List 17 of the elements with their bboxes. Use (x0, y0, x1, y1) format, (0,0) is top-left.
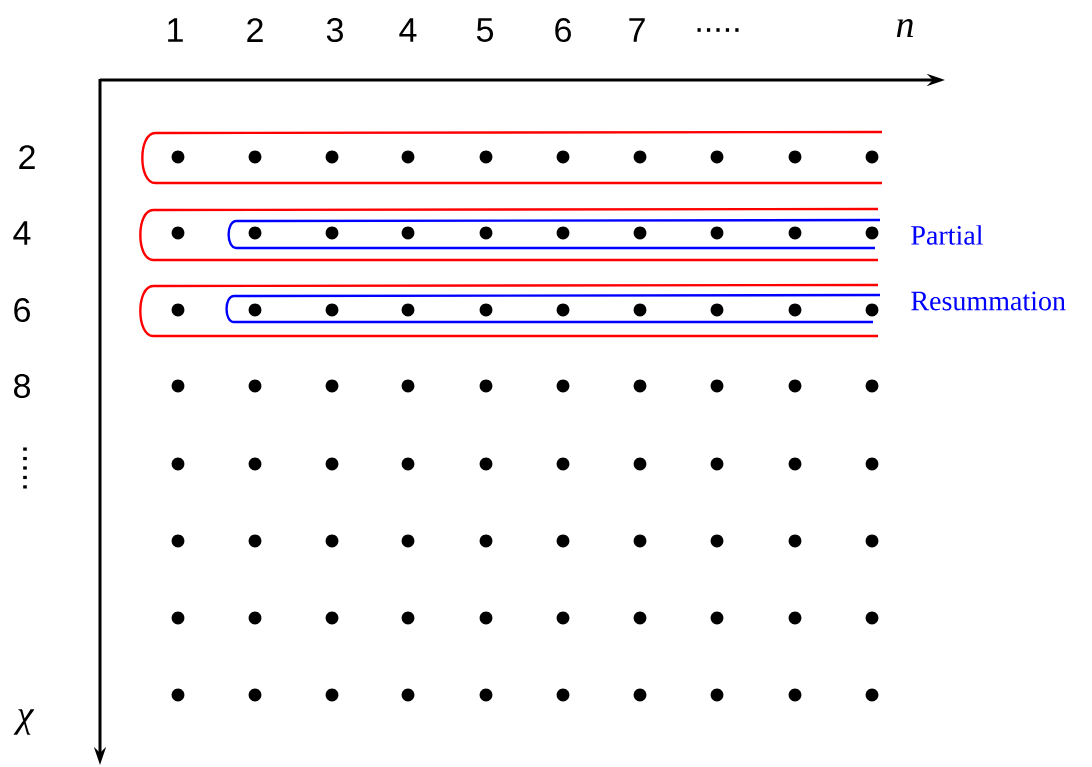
axis-tick-label: 6 (14, 297, 30, 323)
axis-tick-label: 2 (19, 145, 35, 169)
axis-tick-label: 3 (326, 17, 343, 43)
axis-tick-label: 7 (629, 18, 645, 42)
annotation-text: Partial (911, 225, 983, 245)
axis-label: n (896, 19, 913, 37)
axis-label: χ (13, 709, 35, 735)
axis-tick-label: 4 (13, 221, 31, 245)
axis-tick-label: 5 (476, 18, 493, 42)
axis-tick-label: ..... (697, 28, 739, 32)
axis-tick-label: 2 (247, 18, 263, 42)
axis-tick-label: 4 (399, 18, 417, 42)
axis-tick-label: 8 (14, 373, 30, 399)
axis-tick-label: 1 (168, 18, 183, 42)
axis-tick-label: 6 (555, 17, 571, 43)
ellipsis: ..... (23, 447, 27, 489)
annotation-text: Resummation (911, 291, 1066, 311)
